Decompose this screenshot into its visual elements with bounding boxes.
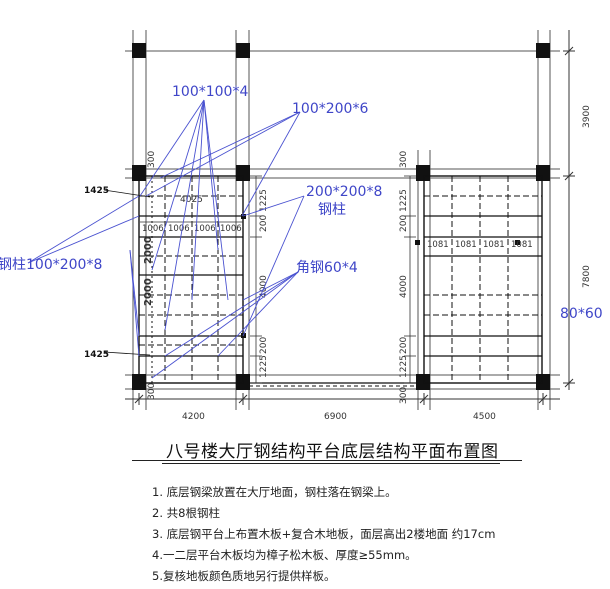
label-right-80x60: 80*60 [560,306,603,322]
label-1425-bottom: 1425 [84,350,109,360]
label-col-200x200: 200*200*8 [306,184,382,200]
label-tube-100x200: 100*200*6 [292,101,368,117]
dim-1006-2: 1006 [168,224,190,234]
dim-left-200-top: 200 [259,215,269,232]
dim-inner-4025: 4025 [180,195,203,205]
grid-lines [125,30,560,410]
label-col-left: 钢柱100*200*8 [0,257,102,273]
note-4: 4.一二层平台木板均为樟子松木板、厚度≥55mm。 [152,548,417,562]
dim-1081-1: 1081 [427,240,449,250]
dim-left-300-bottom: 300 [147,383,157,400]
dim-right-1225-top: 1225 [399,189,409,212]
title-underline-thin [162,463,500,464]
dim-right-1225-bottom: 1225 [399,355,409,378]
dim-bottom-6900: 6900 [324,412,347,422]
dim-right-7800: 7800 [582,265,592,288]
dim-1081-2: 1081 [455,240,477,250]
left-platform [138,175,244,384]
title-underline [132,460,522,461]
label-1425-top: 1425 [84,186,109,196]
dim-right-3900: 3900 [582,105,592,128]
label-col-200x200-steel: 钢柱 [318,202,346,218]
notes-list: 1. 底层钢梁放置在大厅地面，钢柱落在钢梁上。 2. 共8根钢柱 3. 底层钢平… [152,482,602,587]
right-dimension-line [563,30,575,390]
note-5: 5.复核地板颜色质地另行提供样板。 [152,569,336,583]
dim-left-300-top: 300 [147,151,157,168]
dim-left-1225-top: 1225 [259,189,269,212]
dim-right-300-bottom: 300 [399,387,409,404]
note-2: 2. 共8根钢柱 [152,506,220,520]
dim-1006-3: 1006 [194,224,216,234]
dim-1081-4: 1081 [511,240,533,250]
dim-1006-1: 1006 [142,224,164,234]
dim-left-2000-b: 2000 [143,278,154,306]
drawing-title: 八号楼大厅钢结构平台底层结构平面布置图 [166,442,499,462]
dim-right-200-top: 200 [399,215,409,232]
dim-left-1225-bottom: 1225 [259,355,269,378]
label-angle-steel: 角钢60*4 [296,260,358,276]
floor-plan-drawing: 4200 6900 4500 3900 7800 1225 200 4000 2… [0,30,603,422]
dim-1006-4: 1006 [220,224,242,234]
note-3: 3. 底层钢平台上布置木板+复合木地板，面层高出2楼地面 约17cm [152,527,496,541]
dim-left-200-bottom: 200 [259,337,269,354]
annotation-leaders [27,99,305,379]
steel-columns [132,43,550,390]
right-platform [423,175,543,384]
dim-1081-3: 1081 [483,240,505,250]
label-tube-100x100: 100*100*4 [172,84,248,100]
dim-left-2000-a: 2000 [143,236,154,264]
dim-bottom-4500: 4500 [473,412,496,422]
note-1: 1. 底层钢梁放置在大厅地面，钢柱落在钢梁上。 [152,485,397,499]
dim-right-200-bottom: 200 [399,337,409,354]
bottom-dimension-line [125,393,560,405]
dim-right-4000: 4000 [399,275,409,298]
dim-right-300-top: 300 [399,151,409,168]
dim-left-4000: 4000 [259,275,269,298]
dim-bottom-4200: 4200 [182,412,205,422]
